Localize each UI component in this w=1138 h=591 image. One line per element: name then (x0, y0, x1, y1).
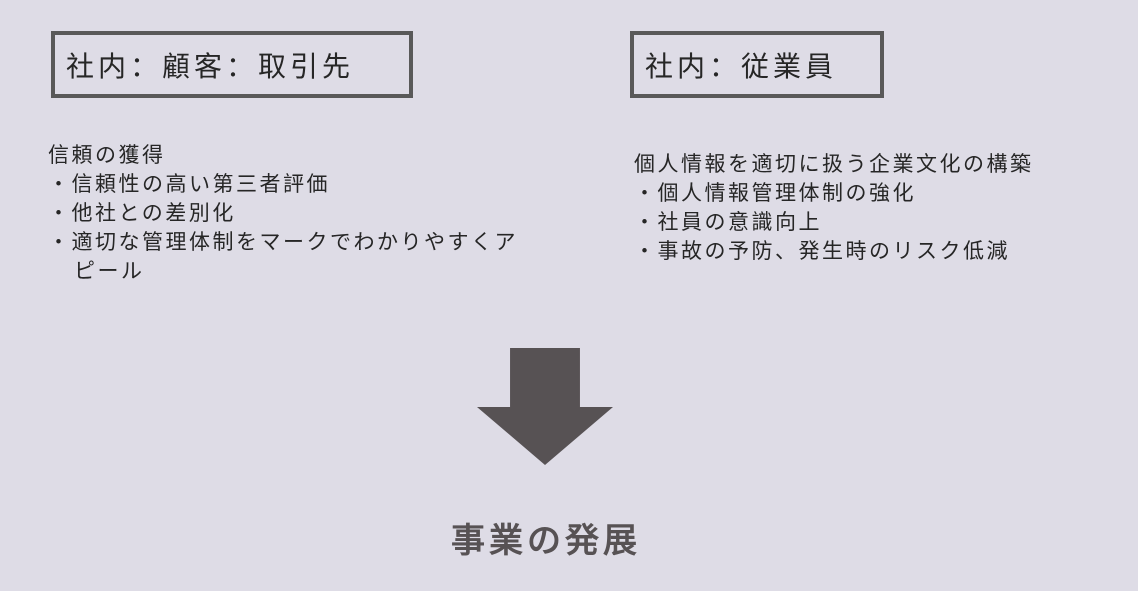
audience-box-label: 社内：従業員 (645, 50, 838, 82)
benefits-block-trust: 信頼の獲得 信頼性の高い第三者評価 他社との差別化 適切な管理体制をマークでわか… (48, 141, 534, 286)
benefits-list: 個人情報管理体制の強化 社員の意識向上 事故の予防、発生時のリスク低減 (634, 179, 1124, 266)
benefits-heading: 信頼の獲得 (48, 144, 166, 167)
list-item: 他社との差別化 (48, 199, 534, 228)
list-item: 適切な管理体制をマークでわかりやすくアピール (48, 228, 534, 286)
list-item: 事故の予防、発生時のリスク低減 (634, 237, 1124, 266)
list-item: 信頼性の高い第三者評価 (48, 170, 534, 199)
benefits-heading: 個人情報を適切に扱う企業文化の構築 (634, 153, 1034, 176)
list-item: 個人情報管理体制の強化 (634, 179, 1124, 208)
down-arrow-icon (477, 348, 613, 465)
benefits-block-culture: 個人情報を適切に扱う企業文化の構築 個人情報管理体制の強化 社員の意識向上 事故… (634, 150, 1124, 266)
page-title: 事業の発展 (451, 522, 641, 560)
audience-box-employees: 社内：従業員 (630, 31, 884, 98)
audience-box-label: 社内：顧客：取引先 (66, 50, 355, 82)
audience-box-customers-partners: 社内：顧客：取引先 (51, 31, 413, 98)
list-item: 社員の意識向上 (634, 208, 1124, 237)
benefits-list: 信頼性の高い第三者評価 他社との差別化 適切な管理体制をマークでわかりやすくアピ… (48, 170, 534, 286)
